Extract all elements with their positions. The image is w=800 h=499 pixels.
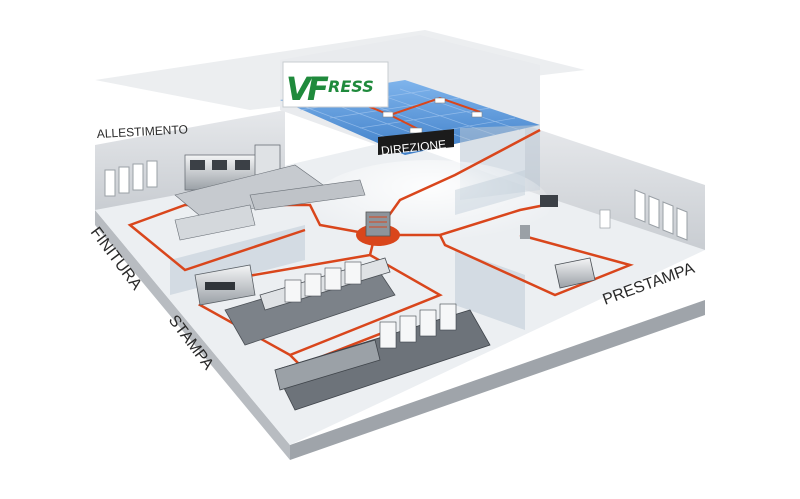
prestampa-equipment bbox=[520, 195, 611, 289]
stampa-press-1 bbox=[224, 257, 396, 346]
logo-v: V bbox=[286, 70, 313, 108]
floor-edge-right bbox=[290, 300, 705, 460]
direzione-label: DIREZIONE bbox=[378, 129, 454, 158]
logo-f: F bbox=[307, 70, 329, 108]
windows-right bbox=[634, 189, 688, 241]
logo-press: RESS bbox=[328, 77, 374, 96]
finitura-machines bbox=[194, 264, 256, 306]
glass-partition-back bbox=[455, 170, 525, 215]
allestimento-machines bbox=[174, 144, 366, 241]
glass-partition-prestampa bbox=[455, 250, 525, 330]
zone-label-allestimento: ALLESTIMENTO bbox=[96, 122, 188, 141]
server-rack-leds bbox=[369, 216, 387, 228]
server-rack bbox=[365, 211, 391, 237]
vfpress-logo: V F RESS bbox=[282, 61, 389, 108]
floor-edge-left bbox=[95, 210, 290, 460]
stampa-press-2 bbox=[274, 303, 491, 411]
direzione-text: DIREZIONE bbox=[380, 137, 446, 158]
windows-left bbox=[104, 160, 158, 197]
wall-prestampa bbox=[525, 125, 705, 250]
